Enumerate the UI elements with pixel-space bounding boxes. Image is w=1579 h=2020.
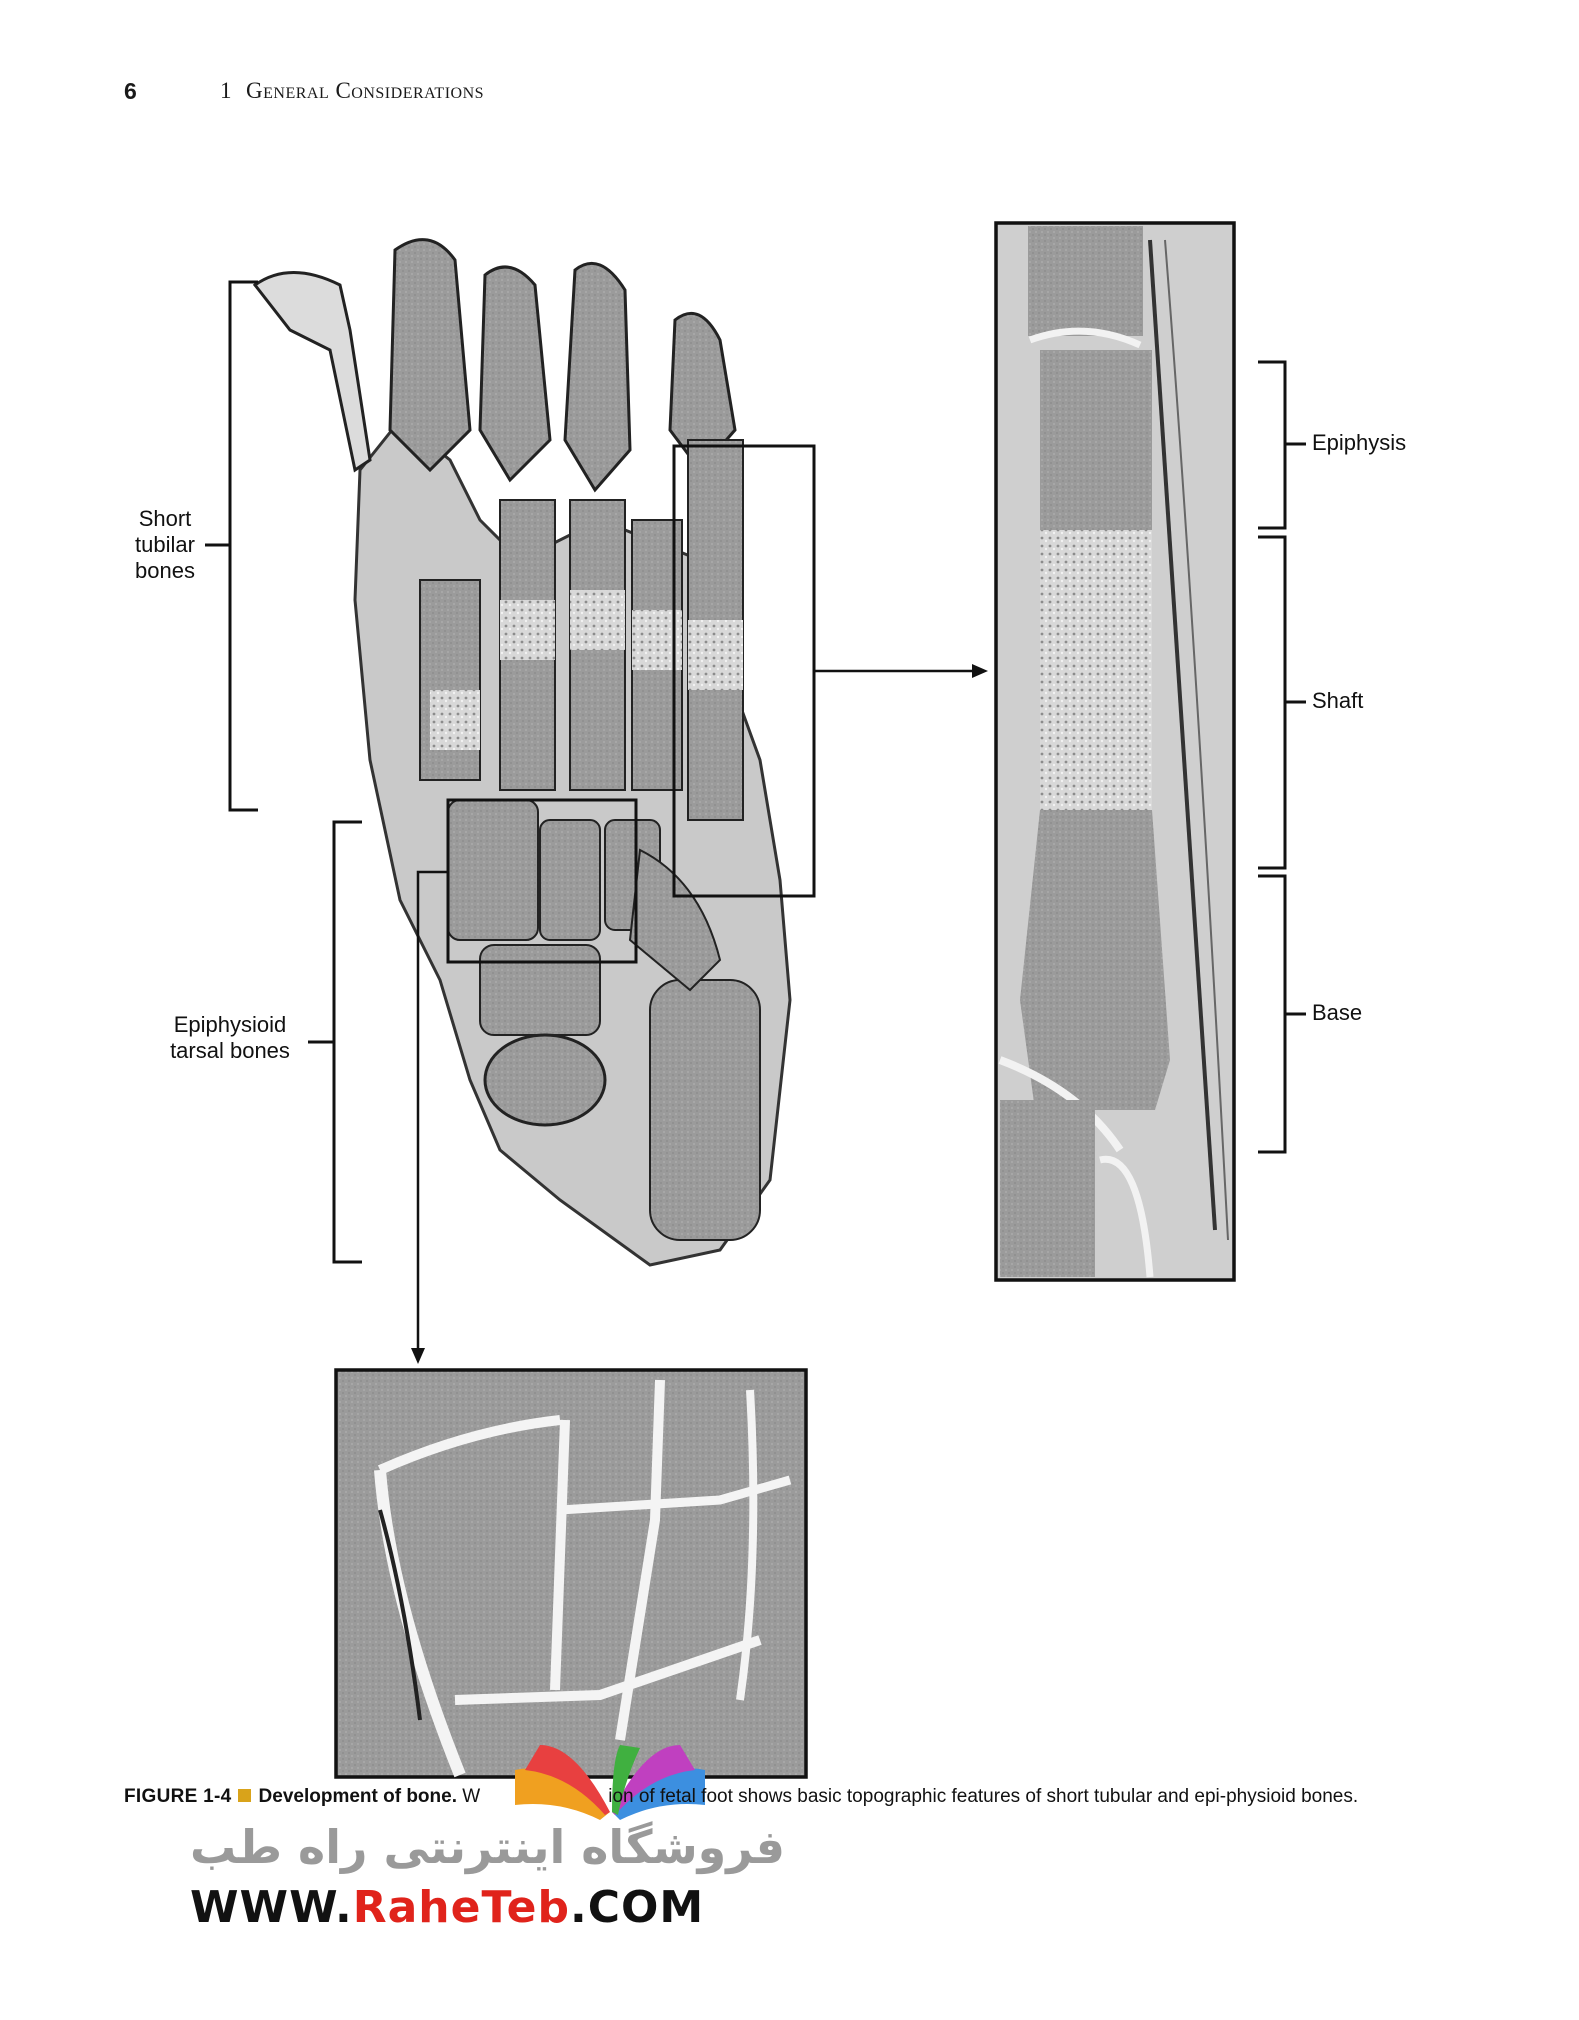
label-line: tubilar — [135, 532, 195, 557]
arrow-to-tarsal-inset — [411, 870, 448, 1364]
caption-title: Development of bone. — [258, 1786, 457, 1807]
chapter-title: General Considerations — [246, 78, 485, 103]
epiphysis-bracket — [1258, 360, 1306, 530]
chapter-number: 1 — [220, 78, 232, 103]
label-line: Short — [138, 506, 192, 531]
label-epiphysioid-tarsal-bones: Epiphysioid tarsal bones — [155, 1012, 305, 1064]
url-prefix: WWW. — [190, 1882, 353, 1933]
fetal-foot-section — [252, 238, 792, 1267]
label-line: bones — [135, 558, 195, 583]
url-suffix: .COM — [569, 1882, 705, 1933]
arrow-to-metatarsal-inset — [814, 664, 988, 678]
watermark-persian-text: فروشگاه اینترنتی راه طب — [190, 1820, 786, 1874]
url-accent: RaheTeb — [352, 1882, 570, 1933]
page-number: 6 — [124, 78, 137, 104]
caption-text-after: ion of fetal foot shows basic topographi… — [608, 1786, 1359, 1807]
shaft-bracket — [1258, 535, 1306, 870]
figure-label: FIGURE 1-4 — [124, 1786, 232, 1807]
label-line: Epiphysioid — [173, 1012, 287, 1037]
caption-marker-icon — [237, 1789, 251, 1802]
tarsal-selection-box — [446, 798, 638, 964]
label-shaft: Shaft — [1312, 688, 1364, 713]
watermark-url: WWW.RaheTeb.COM — [190, 1882, 704, 1933]
label-base: Base — [1312, 1000, 1363, 1025]
caption-text-before: W — [462, 1786, 481, 1807]
base-bracket — [1258, 874, 1306, 1154]
rainbow-book-logo — [515, 1745, 705, 1820]
label-line: tarsal bones — [170, 1038, 290, 1063]
chapter-heading: 1 General Considerations — [220, 78, 484, 104]
label-epiphysis: Epiphysis — [1312, 430, 1407, 455]
epiphysioid-bracket — [308, 820, 362, 1264]
short-tubular-bracket — [205, 280, 258, 812]
tarsal-inset — [334, 1368, 808, 1779]
metatarsal-inset — [994, 221, 1236, 1282]
label-short-tubular-bones: Short tubilar bones — [120, 506, 210, 584]
